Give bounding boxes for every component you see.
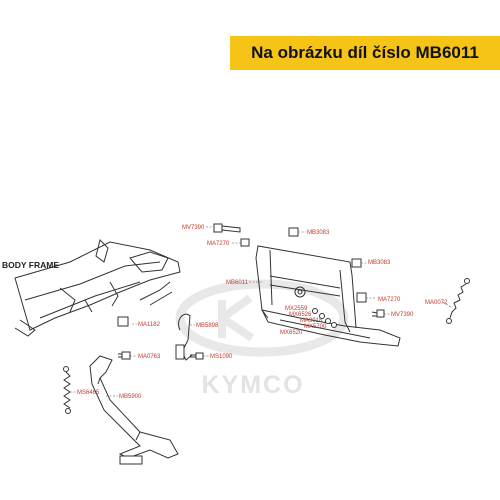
label-ma9918: MA9918 — [300, 318, 323, 324]
leader-lines — [70, 226, 453, 397]
label-ma0072: MA0072 — [425, 300, 448, 306]
label-ms6465: MS6465 — [77, 390, 100, 396]
ma0763-bolt — [118, 351, 131, 360]
mb3083-nut-side — [351, 258, 362, 268]
label-ma7270-top: MA7270 — [207, 241, 230, 247]
part-labels: MV7390 MB3083 MA7270 MB3083 MB6011 MA727… — [77, 225, 448, 400]
mb5898-side-stand-switch — [175, 313, 193, 361]
side-stand-spring — [63, 366, 71, 414]
label-mx2559: MX2559 — [285, 306, 308, 312]
ms1090-bolt — [190, 352, 204, 360]
mv7390-bolt-lower — [371, 309, 385, 318]
watermark-text: KYMCO — [201, 371, 304, 399]
label-mv7390-lower: MV7390 — [391, 312, 414, 318]
return-spring-right — [446, 278, 470, 324]
label-ms1090: MS1090 — [210, 354, 233, 360]
label-ma0763: MA0763 — [138, 354, 161, 360]
label-mx6526: MX6526 — [289, 312, 312, 318]
label-mb6011: MB6011 — [226, 280, 249, 286]
body-frame-label: BODY FRAME — [2, 260, 59, 270]
label-mb3083-side: MB3083 — [368, 260, 391, 266]
main-stand — [255, 245, 401, 347]
label-mb3083-top: MB3083 — [307, 230, 330, 236]
mb3083-nut-top — [288, 227, 299, 237]
side-stand — [89, 355, 179, 465]
label-mx6520: MX6520 — [280, 330, 303, 336]
ma1182-rubber-stopper — [117, 316, 129, 327]
body-frame-drawing: BODY FRAME — [2, 239, 181, 337]
label-ma1182: MA1182 — [138, 322, 161, 328]
label-mb5900: MB5900 — [119, 394, 142, 400]
label-mx5700: MX5700 — [304, 324, 327, 330]
kymco-watermark: KYMCO — [175, 279, 349, 399]
banner-title: Na obrázku díl číslo MB6011 — [251, 43, 479, 62]
label-mv7390-top: MV7390 — [182, 225, 205, 231]
label-mb5898: MB5898 — [196, 323, 219, 329]
ma7270-collar-top — [240, 238, 250, 247]
label-ma7270-side: MA7270 — [378, 297, 401, 303]
ma7270-collar-side — [356, 292, 367, 303]
pivot-hardware-cluster — [312, 308, 337, 328]
part-number-banner: Na obrázku díl číslo MB6011 — [230, 36, 500, 70]
mv7390-bolt-top — [213, 223, 241, 233]
